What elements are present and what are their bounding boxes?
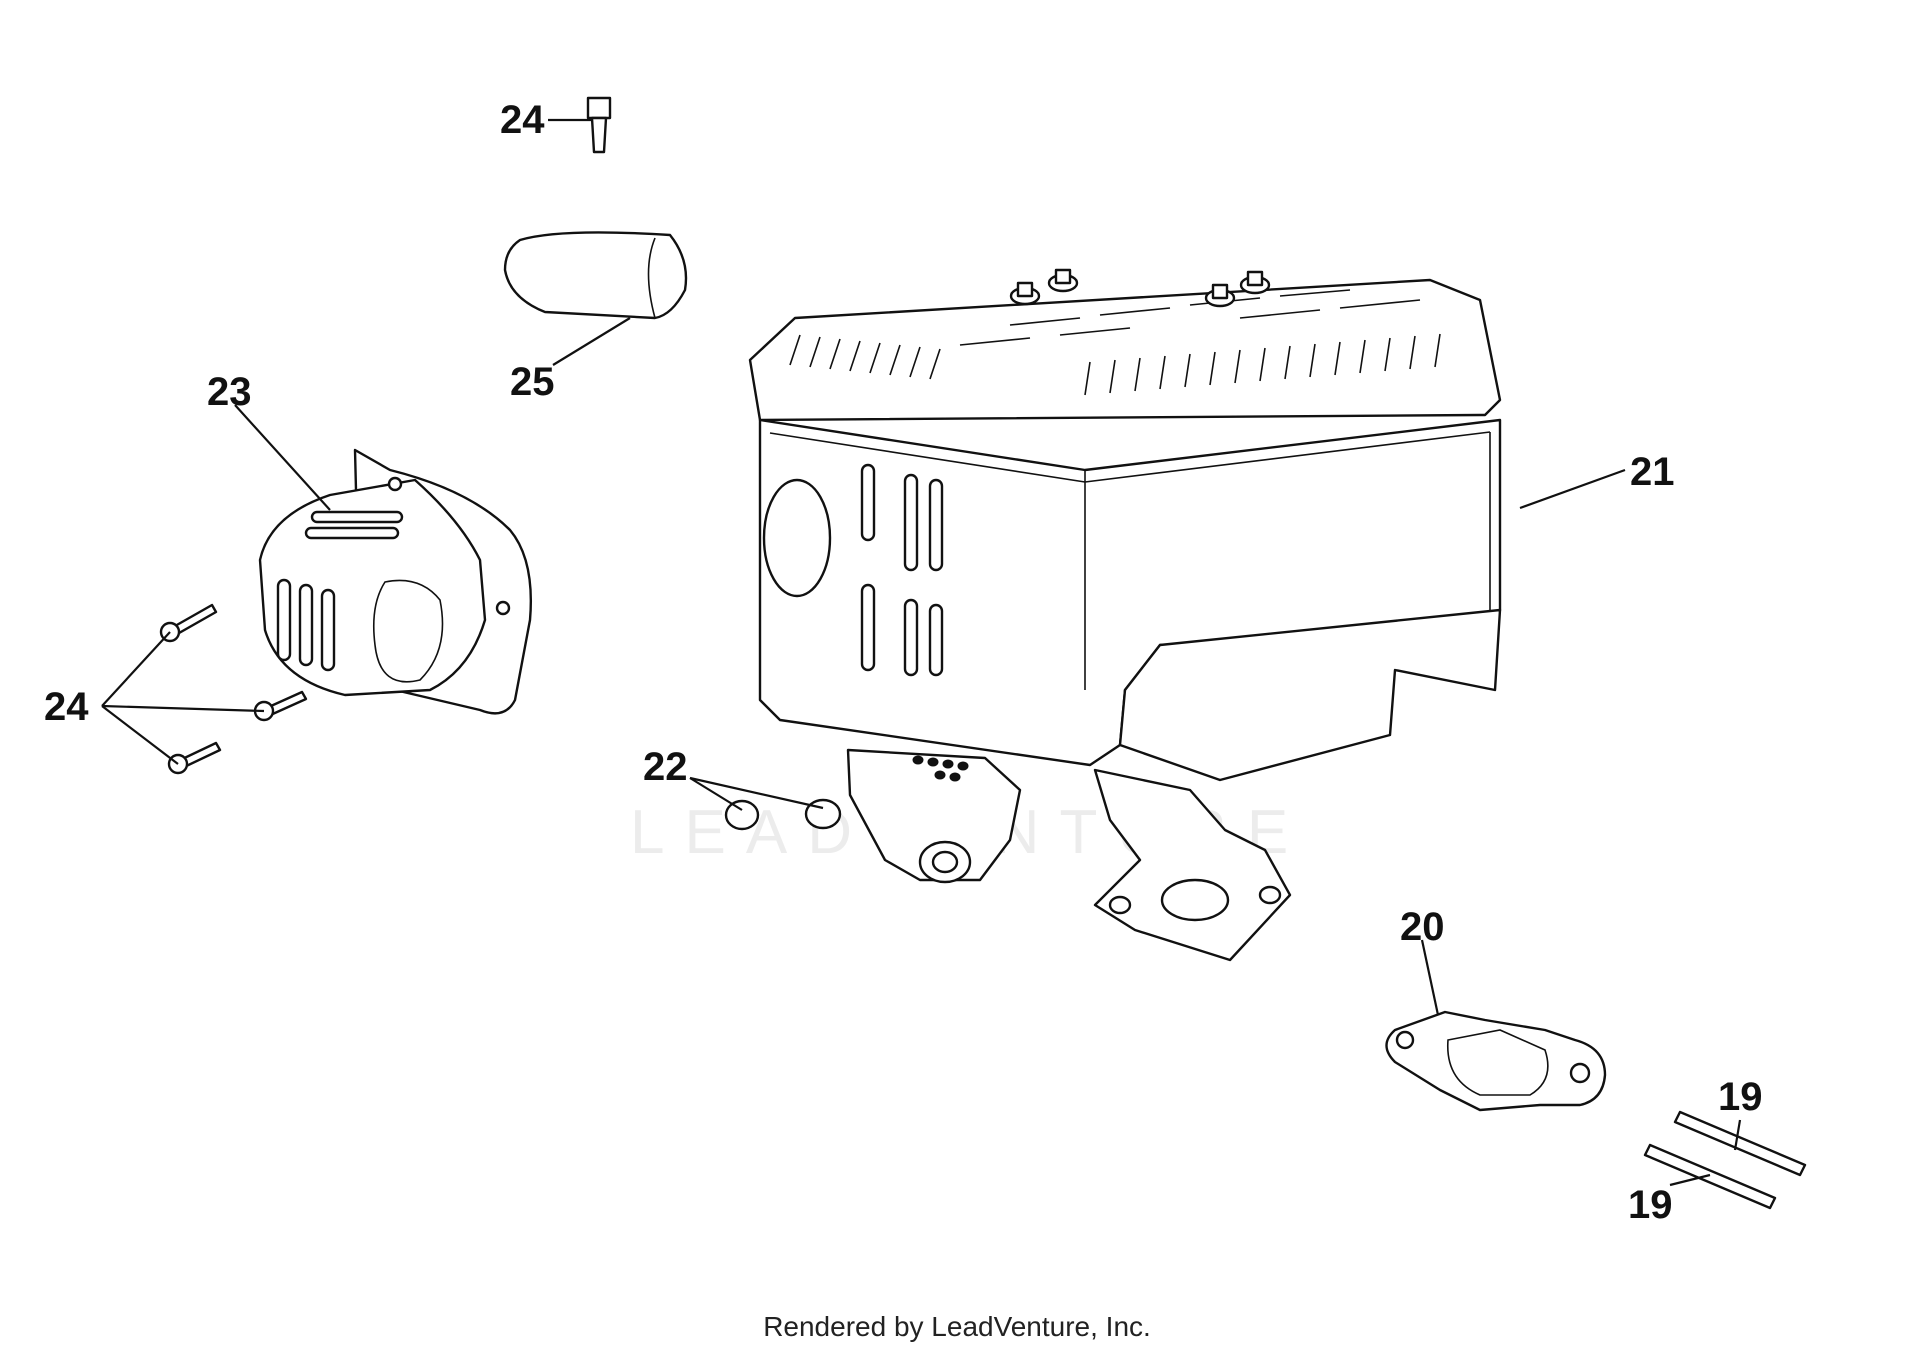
callout-24-left: 24 <box>44 685 89 729</box>
stud-19-a[interactable] <box>1673 1110 1807 1177</box>
nut-22-a[interactable] <box>724 799 760 831</box>
callout-19-b: 19 <box>1628 1183 1673 1227</box>
callout-labels: 24 25 23 24 22 21 20 19 19 <box>44 98 1763 1227</box>
screw-24-top[interactable] <box>586 96 612 154</box>
callout-24-top: 24 <box>500 98 545 142</box>
screw-24-a[interactable] <box>159 603 218 643</box>
callout-19-a: 19 <box>1718 1075 1763 1119</box>
stud-19-b[interactable] <box>1643 1143 1777 1210</box>
muffler-body[interactable] <box>748 268 1502 962</box>
footer-credit: Rendered by LeadVenture, Inc. <box>763 1311 1151 1342</box>
callout-22: 22 <box>643 745 688 789</box>
callout-21: 21 <box>1630 450 1675 494</box>
screw-24-b[interactable] <box>253 690 308 722</box>
spark-arrestor-guard-23[interactable] <box>258 448 532 715</box>
leader-lines <box>101 118 1742 1187</box>
muffler-tip-25[interactable] <box>503 231 688 320</box>
callout-23: 23 <box>207 370 252 414</box>
gasket-20[interactable] <box>1385 1010 1607 1112</box>
screw-24-c[interactable] <box>167 741 222 775</box>
callout-25: 25 <box>510 360 555 404</box>
callout-20: 20 <box>1400 905 1445 949</box>
